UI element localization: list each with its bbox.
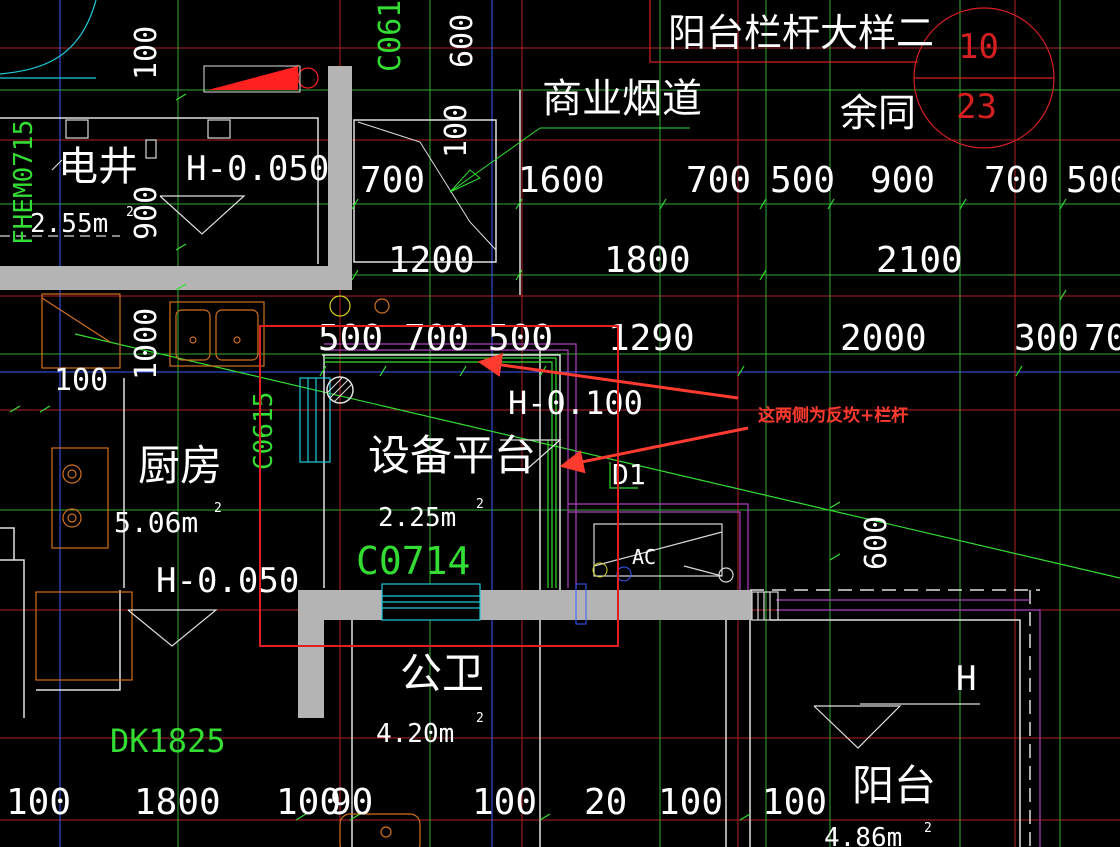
red-wedge	[203, 65, 301, 93]
balcony-area-sup: 2	[924, 821, 932, 836]
dim-row-bottom: 100 1800 100 90 100 20 100 100	[6, 782, 827, 823]
dim-label: 100	[6, 782, 71, 823]
dim-kitchen-100: 100	[54, 363, 108, 398]
dim-label: 100	[762, 782, 827, 823]
kitchen-elev: H-0.050	[156, 561, 299, 601]
flue-name: 商业烟道	[542, 76, 702, 122]
kitchen-window: C0615	[249, 392, 279, 470]
balcony-area: 4.86m	[824, 823, 902, 847]
walls	[0, 66, 752, 718]
elec-shaft-name: 电井	[58, 144, 138, 190]
kitchen-fixtures	[35, 293, 421, 847]
dim-top-v1: 100	[129, 26, 164, 80]
dim-label: 2100	[876, 240, 963, 281]
dim-label: 1200	[388, 240, 475, 281]
dim-label: 90	[330, 782, 373, 823]
dim-kitchen-v: 1000	[129, 308, 164, 380]
equipment-window: C0714	[356, 539, 470, 583]
dim-label: 1290	[608, 318, 695, 359]
dim-right-v: 600	[859, 516, 894, 570]
flue-leader	[357, 121, 690, 251]
callout-text: 这两侧为反坎+栏杆	[758, 405, 908, 426]
dim-label: 100	[472, 782, 537, 823]
dim-label: 700	[404, 318, 469, 359]
detail-note: 余同	[840, 91, 916, 135]
dim-row-1: 700 1600 700 500 900 700 500	[360, 160, 1120, 201]
dim-label: 100	[276, 782, 341, 823]
dim-label: 700	[984, 160, 1049, 201]
highlight-box	[259, 325, 619, 647]
equipment-area: 2.25m	[378, 503, 456, 533]
kitchen-area-sup: 2	[214, 501, 222, 516]
dimension-ticks	[9, 93, 1067, 821]
dim-label: 700	[360, 160, 425, 201]
dim-label: 500	[1066, 160, 1120, 201]
dim-label: 70	[1084, 318, 1120, 359]
kitchen-name: 厨房	[138, 441, 222, 490]
kitchen-area: 5.06m	[114, 506, 198, 539]
bath-area: 4.20m	[376, 719, 454, 749]
dim-label: 500	[770, 160, 835, 201]
ac-label: AC	[632, 545, 656, 569]
dim-row-2: 1200 1800 2100	[388, 240, 963, 281]
balcony-elev: H	[956, 659, 976, 699]
elec-shaft-area-sup: 2	[126, 205, 134, 220]
dim-label: 1600	[518, 160, 605, 201]
fixtures-white	[0, 119, 779, 621]
callout-arrow-top	[477, 353, 739, 400]
callout-arrow-side	[559, 426, 749, 474]
elec-shaft-elev: H-0.050	[186, 149, 329, 189]
top-window-label: C0615	[373, 0, 408, 72]
dim-label: 900	[870, 160, 935, 201]
cyan-details	[0, 0, 481, 621]
dim-label: 100	[658, 782, 723, 823]
equipment-elev: H-0.100	[508, 384, 643, 422]
dim-label: 700	[686, 160, 751, 201]
detail-index	[649, 0, 1055, 149]
equipment-area-sup: 2	[476, 497, 484, 512]
dim-shaft-v: 900	[129, 186, 164, 240]
equipment-name: 设备平台	[368, 431, 536, 480]
dim-label: 1800	[604, 240, 691, 281]
platform-green-lines	[324, 357, 638, 588]
wall-outlines	[0, 90, 1040, 847]
dim-label: 2000	[840, 318, 927, 359]
elevation-markers	[127, 195, 980, 749]
dim-label: 300	[1014, 318, 1079, 359]
dim-label: 20	[584, 782, 627, 823]
dim-label: 500	[488, 318, 553, 359]
elec-shaft-door: FHEM0715	[9, 120, 39, 245]
detail-index-bottom: 23	[956, 87, 997, 127]
dim-label: 500	[318, 318, 383, 359]
detail-title: 阳台栏杆大样二	[668, 11, 934, 55]
elec-shaft-area: 2.55m	[30, 209, 108, 239]
bath-name: 公卫	[400, 649, 484, 698]
dim-top-v2: 600	[445, 14, 480, 68]
door-dk-label: DK1825	[110, 722, 226, 760]
rail-lines	[324, 343, 1041, 847]
balcony-name: 阳台	[852, 761, 936, 810]
dim-label: 1800	[134, 782, 221, 823]
bath-area-sup: 2	[476, 711, 484, 726]
dim-row-3: 500 700 500 1290 2000 300 70	[318, 318, 1120, 359]
detail-index-top: 10	[958, 27, 999, 67]
dim-flue-v: 100	[439, 104, 474, 158]
